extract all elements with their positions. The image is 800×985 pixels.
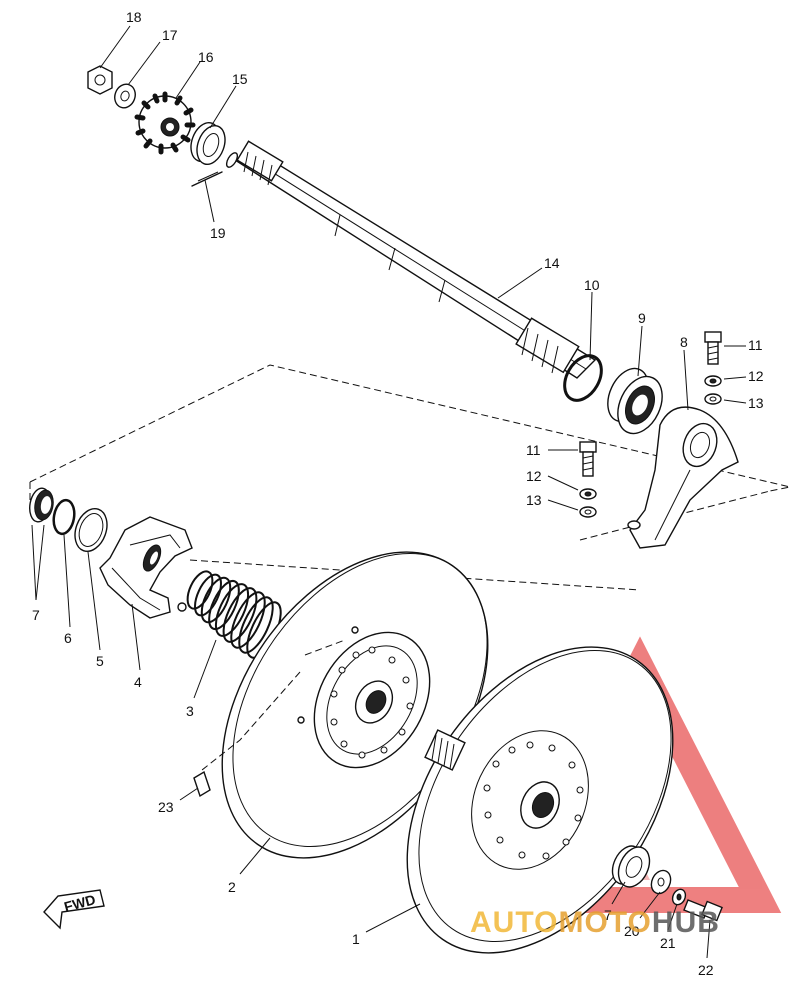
seal-7-right (611, 845, 651, 888)
label-15: 15 (232, 71, 248, 87)
washer-5 (74, 507, 108, 553)
label-16: 16 (198, 49, 214, 65)
label-4: 4 (134, 674, 142, 690)
label-3: 3 (186, 703, 194, 719)
watermark-text: AUTOMOTOHUB (470, 906, 720, 939)
label-10: 10 (584, 277, 600, 293)
label-9: 9 (638, 310, 646, 326)
bearing-15 (190, 121, 226, 166)
washer-13-right (704, 393, 722, 405)
label-21: 21 (660, 935, 676, 951)
label-5: 5 (96, 653, 104, 669)
label-22: 22 (698, 962, 714, 978)
label-20: 20 (624, 923, 640, 939)
pin-19 (191, 171, 223, 187)
washer-20 (650, 869, 672, 895)
washer-12-middle (579, 488, 597, 500)
label-14: 14 (544, 255, 560, 271)
washer-17 (114, 83, 136, 109)
callout-labels: 18 17 16 15 19 14 10 9 8 11 12 13 11 12 … (32, 9, 764, 978)
washer-21 (671, 888, 687, 906)
fwd-badge-label: FWD (62, 891, 97, 915)
leader-lines (31, 25, 747, 959)
bolt-22 (683, 899, 723, 922)
cam-4 (99, 516, 193, 619)
label-12-right: 12 (748, 368, 764, 384)
label-7-left: 7 (32, 607, 40, 623)
watermark-hub: HUB (652, 906, 720, 939)
svg-text:AUTOMOTOHUB: AUTOMOTOHUB (470, 906, 720, 939)
watermark-auto: AUTO (470, 906, 558, 939)
washer-13-middle (579, 506, 597, 518)
bracket-8 (627, 406, 739, 549)
circlip-10 (563, 354, 603, 402)
label-13-middle: 13 (526, 492, 542, 508)
shaft-spline-top (236, 140, 284, 186)
shaft-spline-bottom (515, 317, 580, 374)
label-17: 17 (162, 27, 178, 43)
label-8: 8 (680, 334, 688, 350)
bolt-11-right (704, 331, 722, 365)
circlip-6 (52, 498, 76, 536)
sheave-1 (406, 646, 674, 954)
label-12-middle: 12 (526, 468, 542, 484)
seal-7-left (29, 487, 54, 523)
bearing-9 (607, 367, 663, 435)
label-6: 6 (64, 630, 72, 646)
label-18: 18 (126, 9, 142, 25)
label-7-right: 7 (604, 907, 612, 923)
sprocket-16 (134, 91, 196, 155)
rivet-23 (193, 770, 211, 798)
fwd-arrow-badge: FWD (43, 889, 105, 930)
label-11-middle: 11 (526, 442, 541, 458)
label-19: 19 (210, 225, 226, 241)
label-1: 1 (352, 931, 360, 947)
label-11-right: 11 (748, 337, 763, 353)
nut-18 (87, 65, 113, 95)
sheave-1-hub (424, 729, 466, 771)
bolt-11-middle (579, 441, 597, 477)
label-23: 23 (158, 799, 174, 815)
label-2: 2 (228, 879, 236, 895)
shaft-14 (225, 140, 597, 379)
label-13-right: 13 (748, 395, 764, 411)
sheave-2 (201, 551, 489, 859)
washer-12-right (704, 375, 722, 387)
watermark-moto: MOTO (558, 906, 651, 939)
